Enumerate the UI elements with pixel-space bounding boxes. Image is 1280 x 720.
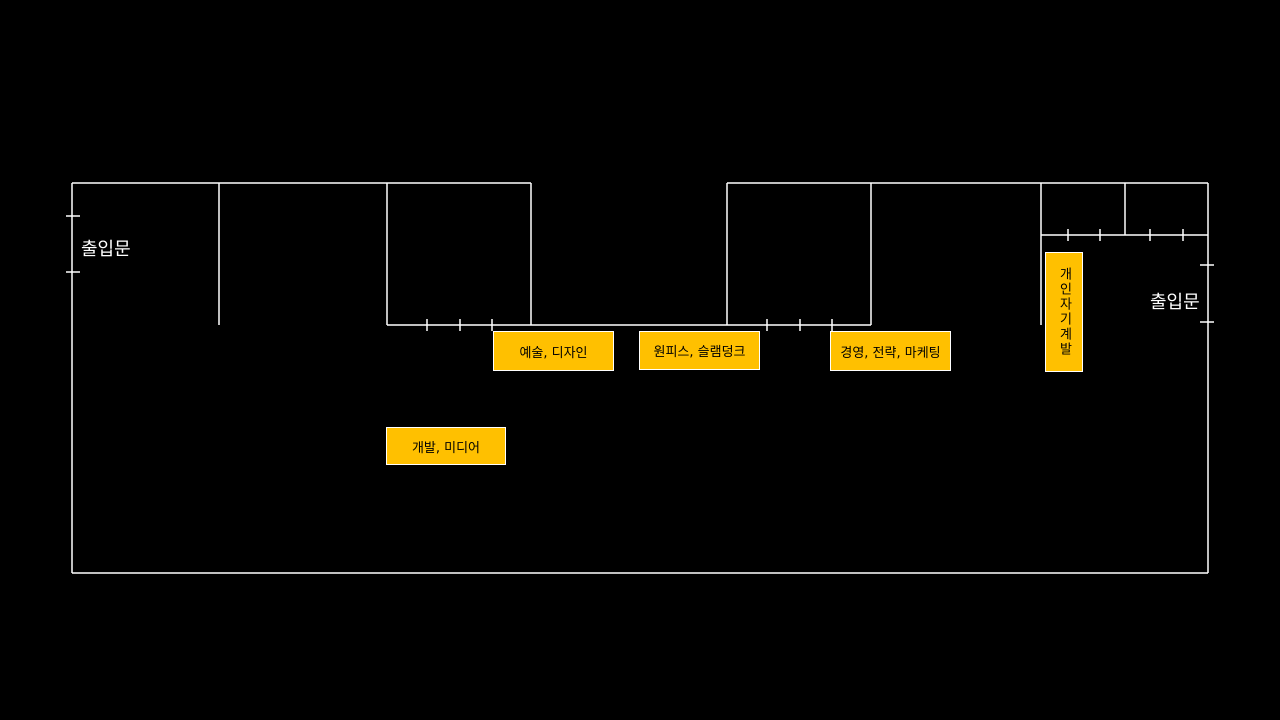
zone-self-development: 개인자기계발 — [1045, 252, 1083, 372]
zone-one-piece: 원피스, 슬램덩크 — [639, 331, 760, 370]
zone-business: 경영, 전략, 마케팅 — [830, 331, 951, 371]
entrance-right-label: 출입문 — [1150, 292, 1200, 313]
zone-art-design: 예술, 디자인 — [493, 331, 614, 371]
entrance-left-label: 출입문 — [81, 239, 131, 260]
zone-dev-media: 개발, 미디어 — [386, 427, 506, 465]
